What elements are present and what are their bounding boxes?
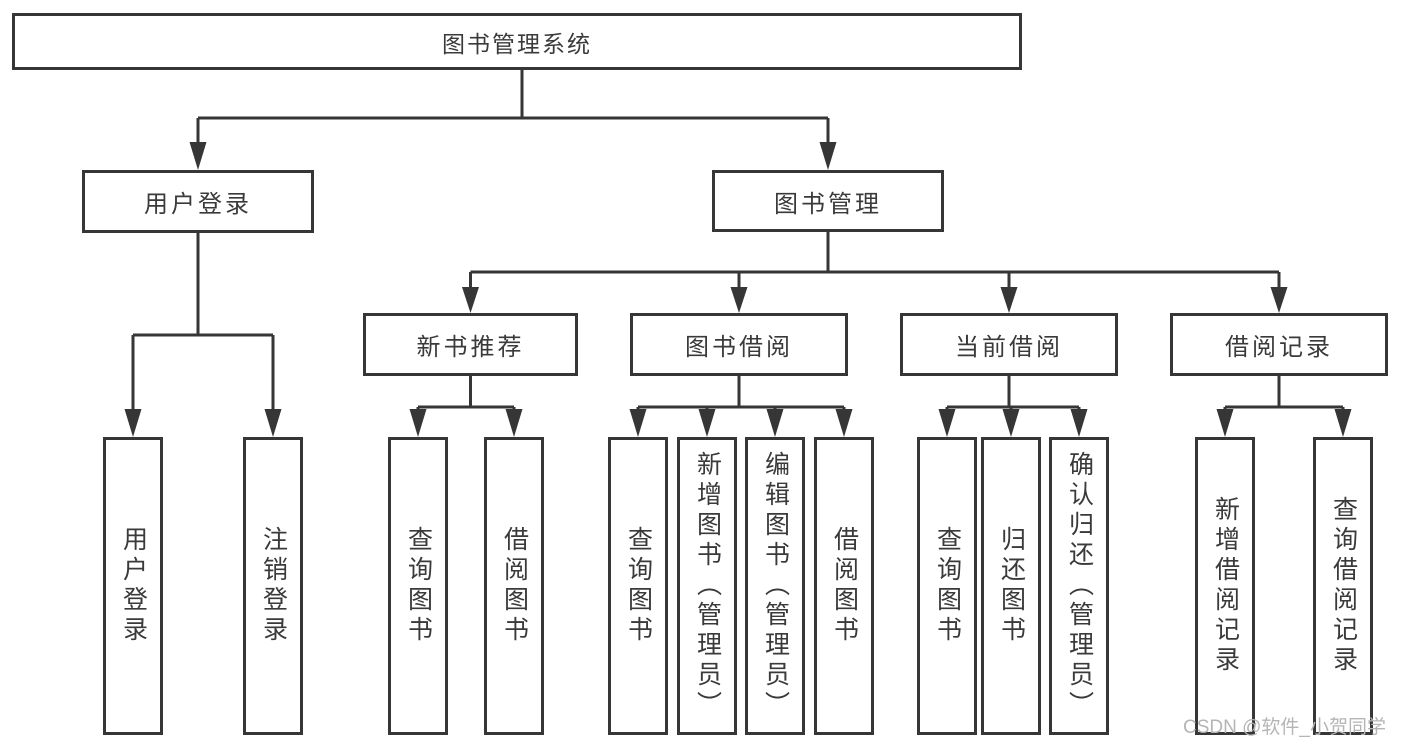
- node-label: 当前借阅: [955, 334, 1063, 361]
- leaf-label: 归还图书: [997, 526, 1026, 646]
- leaf-label: 查询图书: [404, 526, 433, 646]
- leaf-query-books-3: 查询图书: [917, 437, 977, 735]
- arrowhead-leaf-user-login: [124, 409, 142, 437]
- connector-book-borrowing-to-leaves: [636, 376, 846, 412]
- leaf-add-book-admin: 新增图书（管理员）: [677, 437, 737, 735]
- arrowhead-leaf-return-book: [1002, 409, 1020, 437]
- arrowhead-leaf-add-record: [1216, 409, 1234, 437]
- leaf-label: 新增图书（管理员）: [693, 451, 722, 721]
- node-library-management-system: 图书管理系统: [12, 13, 1022, 70]
- node-label: 图书借阅: [685, 334, 793, 361]
- connector-borrowing-records-to-leaves: [1223, 376, 1345, 412]
- connector-root-to-level2: [196, 70, 830, 148]
- node-label: 图书管理: [774, 190, 882, 218]
- leaf-label: 查询图书: [624, 526, 653, 646]
- leaf-borrow-books-2: 借阅图书: [814, 437, 874, 735]
- connector-new-book-recommend-to-leaves: [416, 376, 516, 412]
- leaf-label: 用户登录: [119, 526, 148, 646]
- arrowhead-leaf-query-books-1: [409, 409, 427, 437]
- leaf-label: 编辑图书（管理员）: [761, 451, 790, 721]
- node-borrowing-records: 借阅记录: [1170, 313, 1388, 376]
- node-book-management: 图书管理: [712, 170, 944, 232]
- leaf-query-books-1: 查询图书: [388, 437, 448, 735]
- node-user-login: 用户登录: [82, 170, 314, 233]
- arrowhead-leaf-borrow-books-1: [505, 409, 523, 437]
- leaf-label: 借阅图书: [830, 526, 859, 646]
- arrowhead-leaf-edit-book: [766, 409, 784, 437]
- node-book-borrowing: 图书借阅: [630, 313, 848, 376]
- arrowhead-user-login: [189, 142, 207, 170]
- connector-current-borrowing-to-leaves: [945, 376, 1081, 412]
- node-new-book-recommend: 新书推荐: [363, 313, 578, 376]
- connector-user-login-to-leaves: [131, 233, 275, 412]
- arrowhead-current-borrowing: [1000, 287, 1018, 313]
- arrowhead-leaf-add-book: [698, 409, 716, 437]
- arrowhead-borrowing-records: [1270, 287, 1288, 313]
- arrowhead-leaf-query-books-2: [629, 409, 647, 437]
- leaf-confirm-return-admin: 确认归还（管理员）: [1049, 437, 1109, 735]
- arrowhead-leaf-query-books-3: [938, 409, 956, 437]
- leaf-borrow-books-1: 借阅图书: [484, 437, 544, 735]
- leaf-query-borrow-record: 查询借阅记录: [1313, 437, 1373, 735]
- node-label: 用户登录: [144, 191, 252, 218]
- leaf-label: 查询借阅记录: [1329, 496, 1358, 676]
- node-label: 新书推荐: [416, 334, 525, 361]
- node-label: 借阅记录: [1225, 334, 1333, 361]
- connector-book-management-to-level3: [469, 232, 1281, 290]
- arrowhead-leaf-confirm-return: [1070, 409, 1088, 437]
- arrowhead-book-borrowing: [730, 287, 748, 313]
- arrowhead-leaf-query-record: [1334, 409, 1352, 437]
- node-current-borrowing: 当前借阅: [900, 313, 1118, 376]
- leaf-label: 新增借阅记录: [1211, 496, 1240, 676]
- leaf-label: 借阅图书: [500, 526, 529, 646]
- arrowhead-leaf-logout: [264, 409, 282, 437]
- leaf-logout: 注销登录: [243, 437, 303, 735]
- arrowhead-book-management: [819, 142, 837, 170]
- leaf-label: 确认归还（管理员）: [1065, 451, 1094, 721]
- leaf-user-login: 用户登录: [103, 437, 163, 735]
- leaf-label: 查询图书: [933, 526, 962, 646]
- arrowhead-leaf-borrow-books-2: [835, 409, 853, 437]
- leaf-edit-book-admin: 编辑图书（管理员）: [745, 437, 805, 735]
- leaf-query-books-2: 查询图书: [608, 437, 668, 735]
- watermark: CSDN @软件_小贺同学: [1183, 717, 1386, 738]
- arrowhead-new-book-recommend: [462, 287, 479, 313]
- node-label: 图书管理系统: [442, 30, 592, 57]
- leaf-label: 注销登录: [259, 526, 288, 646]
- leaf-return-book: 归还图书: [981, 437, 1041, 735]
- leaf-add-borrow-record: 新增借阅记录: [1195, 437, 1255, 735]
